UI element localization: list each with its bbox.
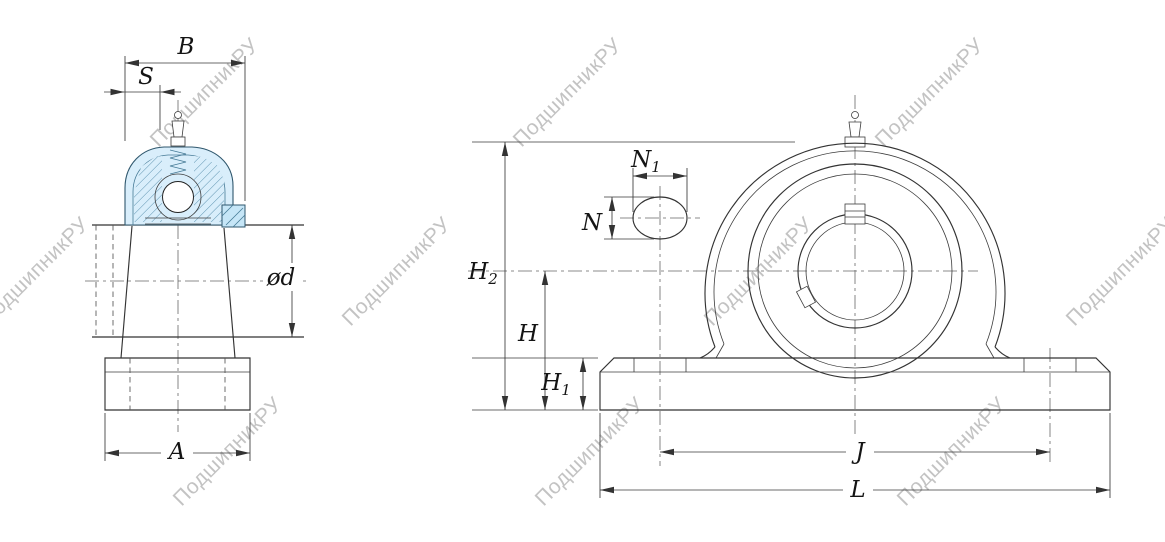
dimension-N: N [581, 196, 654, 240]
dim-label-H1: H1 [540, 370, 571, 399]
bolt-hole-detail [632, 196, 688, 240]
dimension-J: J [660, 438, 1050, 465]
cap-hatch-left [134, 156, 162, 222]
set-screw-front [844, 203, 866, 225]
dim-label-H2: H2 [467, 259, 498, 288]
dim-label-L: L [849, 477, 865, 503]
dimension-B: B [124, 34, 246, 201]
dim-label-A: A [167, 439, 186, 465]
bearing-race [154, 173, 202, 221]
dimension-S: S [104, 64, 181, 130]
grease-nipple-side [170, 111, 186, 147]
dimension-H1: H1 [540, 358, 587, 410]
dim-label-bore: ød [266, 265, 296, 291]
base-side [104, 357, 251, 411]
dimension-H2: H2 [467, 142, 509, 410]
dim-label-J: J [851, 439, 866, 465]
dim-label-H: H [517, 321, 539, 347]
base-front [599, 357, 1111, 411]
grease-nipple-front [844, 111, 866, 148]
set-screw-collar [221, 204, 246, 228]
extension-lines [472, 141, 795, 411]
dimension-H: H [517, 271, 549, 410]
set-screw-angled [795, 285, 817, 309]
dimension-L: L [599, 413, 1111, 503]
dimension-A: A [104, 413, 251, 466]
front-view: H2 H H1 N N1 [467, 95, 1111, 503]
side-view: B S A ød [85, 34, 310, 466]
cap-hatch-right [194, 156, 224, 222]
dim-label-N1: N1 [630, 147, 661, 176]
dim-label-B: B [177, 34, 195, 60]
dimension-bore: ød [263, 225, 300, 337]
dim-label-N: N [581, 210, 603, 236]
housing-cap-section [124, 146, 246, 228]
housing-front [699, 142, 1011, 379]
set-screw-thread [169, 149, 187, 175]
dimension-N1: N1 [630, 147, 688, 212]
bearing-ball [162, 181, 194, 213]
outer-ring-circle [747, 163, 963, 379]
housing-body-side [120, 225, 236, 359]
dim-label-S: S [138, 64, 154, 90]
